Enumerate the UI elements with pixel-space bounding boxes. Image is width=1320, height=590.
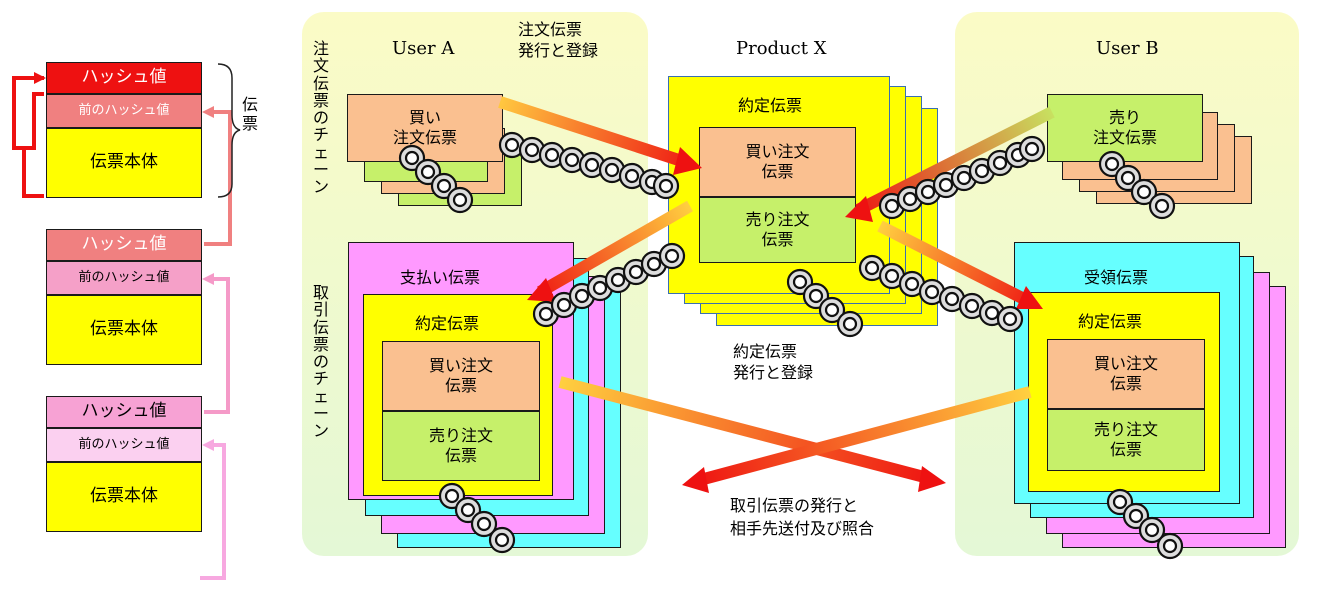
legend-block3-prev-hash: 前のハッシュ値: [46, 428, 202, 462]
user-a-contract-label: 約定伝票: [415, 314, 480, 333]
legend-block2-hash: ハッシュ値: [46, 229, 202, 261]
trade-chain-label: 取 引 伝 票 の チ ェ ー ン: [313, 283, 330, 441]
legend-brace-label: 伝 票: [242, 95, 259, 134]
product-x-title: Product X: [736, 38, 827, 59]
user-a-title: User A: [392, 38, 455, 59]
chain-trade-a-stack: [438, 482, 516, 554]
legend-block2-body: 伝票本体: [46, 295, 202, 365]
chain-links: [398, 131, 1184, 560]
user-b-sell-order-inner: 売り注文 伝票: [1047, 409, 1205, 471]
chain-trade-b: [858, 254, 1024, 333]
order-issue-label: 注文伝票 発行と登録: [518, 20, 599, 60]
buy-order-slip: 買い 注文伝票: [347, 94, 503, 162]
chain-trade-a: [532, 242, 686, 328]
payment-slip-label: 支払い伝票: [400, 268, 481, 287]
user-b-title: User B: [1096, 38, 1159, 59]
product-x-buy-order: 買い注文 伝票: [699, 127, 856, 197]
legend-block1-body: 伝票本体: [46, 128, 202, 198]
user-a-buy-order-inner: 買い注文 伝票: [382, 341, 540, 411]
chain-trade-b-stack: [1106, 488, 1184, 560]
chain-order-a-stack: [398, 144, 474, 214]
chain-order-b-stack: [1098, 150, 1176, 220]
sell-order-slip: 売り 注文伝票: [1047, 94, 1203, 162]
legend-block3-hash: ハッシュ値: [46, 396, 202, 428]
chain-order-a: [498, 131, 680, 200]
legend-block1-hash: ハッシュ値: [46, 62, 202, 94]
product-x-contract-label: 約定伝票: [738, 96, 803, 115]
user-a-sell-order-inner: 売り注文 伝票: [382, 411, 540, 481]
chain-order-b: [878, 135, 1046, 220]
user-b-buy-order-inner: 買い注文 伝票: [1047, 339, 1205, 409]
product-x-sell-order: 売り注文 伝票: [699, 197, 856, 263]
legend-block1-prev-hash: 前のハッシュ値: [46, 94, 202, 128]
legend-block3-body: 伝票本体: [46, 462, 202, 532]
receipt-slip-label: 受領伝票: [1084, 268, 1149, 287]
user-b-contract-label: 約定伝票: [1078, 312, 1143, 331]
chain-product-x-stack: [786, 268, 864, 338]
order-chain-label: 注 文 伝 票 の チ ェ ー ン: [313, 39, 330, 197]
contract-issue-label: 約定伝票 発行と登録: [733, 342, 814, 382]
exchange-label: 取引伝票の発行と 相手先送付及び照合: [730, 496, 875, 539]
legend-block2-prev-hash: 前のハッシュ値: [46, 261, 202, 295]
